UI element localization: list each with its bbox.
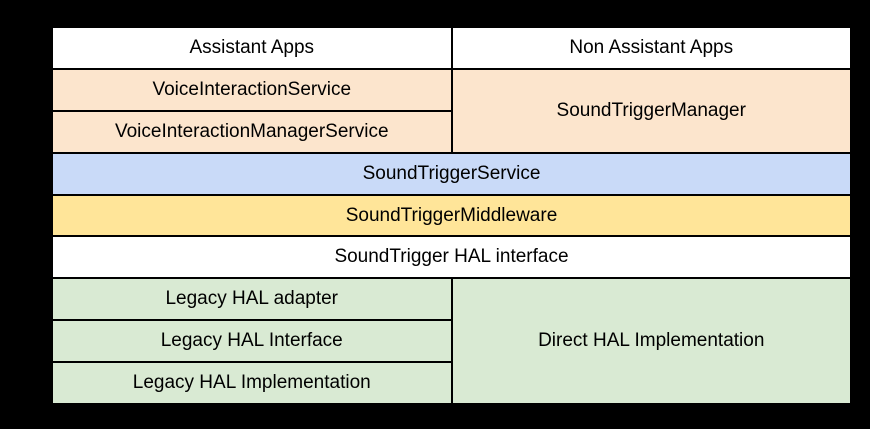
cell-sound-trigger-manager: SoundTriggerManager <box>452 69 850 152</box>
cell-voice-interaction-manager-service: VoiceInteractionManagerService <box>53 111 451 152</box>
cell-sound-trigger-service: SoundTriggerService <box>53 153 850 194</box>
soundtrigger-stack-diagram: Assistant Apps Non Assistant Apps VoiceI… <box>53 28 850 403</box>
cell-non-assistant-apps: Non Assistant Apps <box>452 28 850 68</box>
cell-legacy-hal-adapter: Legacy HAL adapter <box>53 279 451 320</box>
cell-sound-trigger-hal-interface: SoundTrigger HAL interface <box>53 237 850 278</box>
cell-assistant-apps: Assistant Apps <box>53 28 451 68</box>
cell-direct-hal-implementation: Direct HAL Implementation <box>452 279 850 403</box>
cell-sound-trigger-middleware: SoundTriggerMiddleware <box>53 195 850 236</box>
cell-legacy-hal-interface: Legacy HAL Interface <box>53 321 451 362</box>
cell-voice-interaction-service: VoiceInteractionService <box>53 69 451 110</box>
cell-legacy-hal-implementation: Legacy HAL Implementation <box>53 363 451 403</box>
